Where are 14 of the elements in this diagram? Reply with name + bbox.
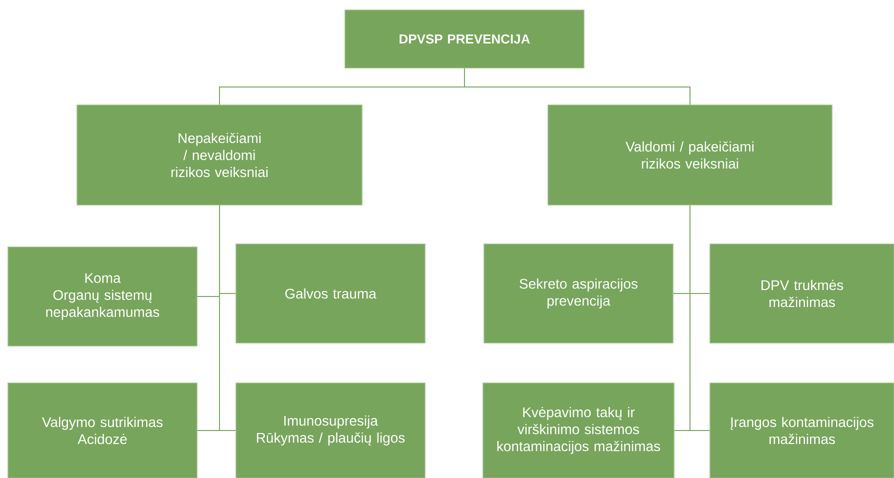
title-box: DPVSP PREVENCIJA [344,10,584,68]
connector-line [690,204,710,431]
factor-box: Sekreto aspiracijos prevencija [484,244,674,344]
factor-box: Koma Organų sistemų nepakankamumas [8,246,198,346]
factor-box: Valgymo sutrikimas Acidozė [8,382,198,478]
factor-box: Galvos trauma [236,244,426,344]
category-box: Nepakeičiami / nevaldomi rizikos veiksniai [76,104,362,206]
connector-line [464,68,690,106]
factor-box: Imunosupresija Rūkymas / plaučių ligos [236,382,426,478]
factor-box: Kvėpavimo takų ir virškinimo sistemos kontaminacijos mažinimas [482,382,674,478]
connector-line [219,204,236,431]
factor-box: Įrangos kontaminacijos mažinimas [710,382,894,478]
factor-box: DPV trukmės mažinimas [710,244,894,344]
category-box: Valdomi / pakeičiami rizikos veiksniai [548,104,832,206]
